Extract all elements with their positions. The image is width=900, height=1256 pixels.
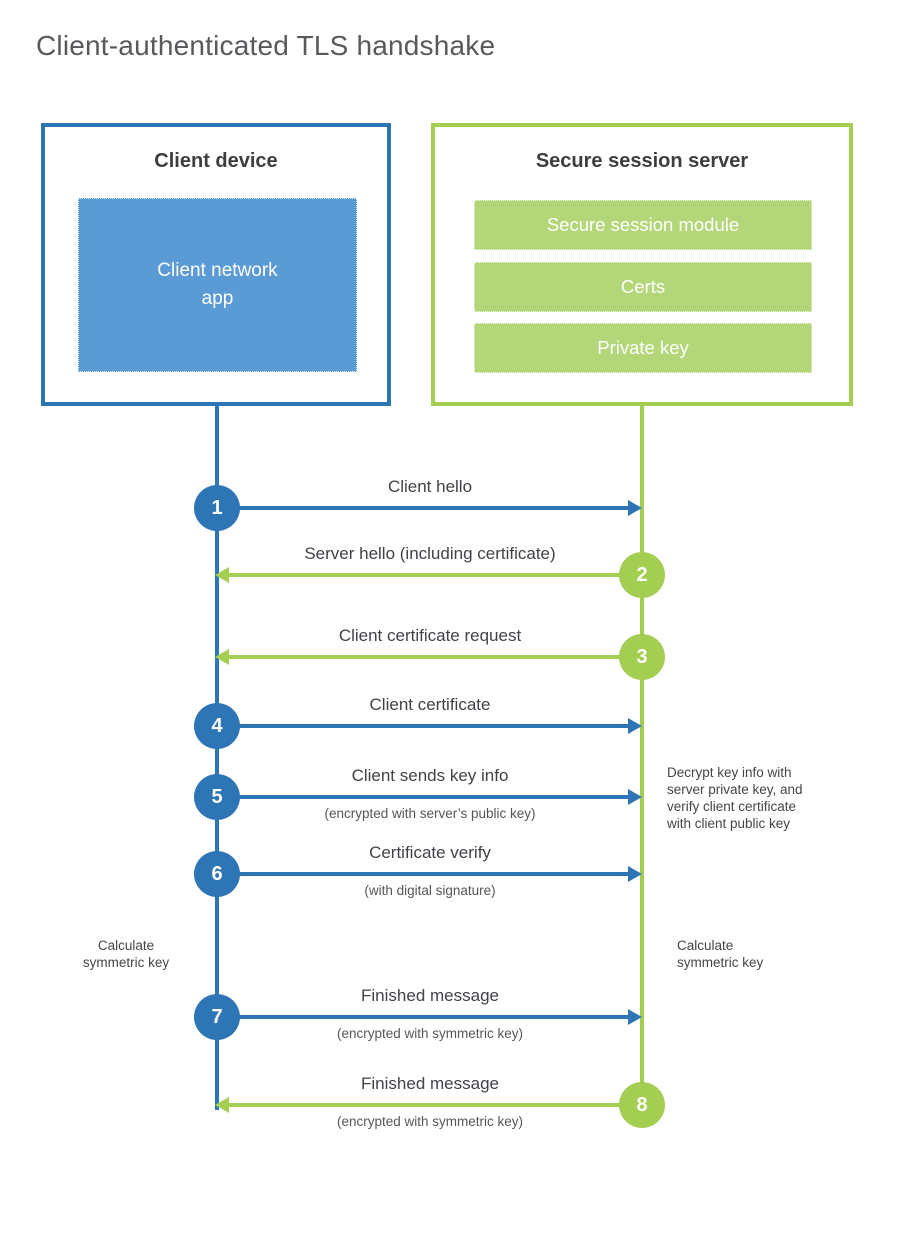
step-5-sublabel: (encrypted with server’s public key) — [324, 806, 536, 821]
step-4-label: Client certificate — [369, 695, 491, 714]
client-app-line-1: Client network — [157, 260, 278, 281]
server-lifeline — [640, 405, 644, 1105]
step-6-sublabel: (with digital signature) — [364, 883, 496, 898]
step-7-arrowhead-icon — [628, 1009, 642, 1025]
client-app-line-2: app — [201, 288, 234, 309]
server-title: Secure session server — [535, 150, 749, 172]
client-network-app-box: Client network app — [78, 198, 357, 372]
step-7-sublabel: (encrypted with symmetric key) — [336, 1026, 524, 1041]
step-3-arrow — [229, 655, 642, 659]
step-3-label: Client certificate request — [338, 626, 522, 645]
step-8-label: Finished message — [361, 1074, 499, 1093]
step-5-label: Client sends key info — [351, 766, 509, 785]
step-3-arrowhead-icon — [215, 649, 229, 665]
server-module-secure-session: Secure session module — [474, 200, 812, 250]
note-line: server private key, and — [667, 782, 803, 797]
step-4-circle: 4 — [194, 703, 240, 749]
step-1-arrow — [217, 506, 630, 510]
step-5-circle: 5 — [194, 774, 240, 820]
note-line: verify client certificate — [667, 799, 797, 814]
step-8-sublabel: (encrypted with symmetric key) — [336, 1114, 524, 1129]
server-module-label: Secure session module — [546, 214, 740, 235]
server-module-label: Certs — [620, 276, 666, 297]
step-5-arrowhead-icon — [628, 789, 642, 805]
note-calc-symmetric-key-right: Calculate symmetric key — [677, 937, 817, 971]
server-module-certs: Certs — [474, 262, 812, 312]
step-7-circle: 7 — [194, 994, 240, 1040]
step-2-label: Server hello (including certificate) — [304, 544, 556, 563]
note-decrypt-key-info: Decrypt key info with server private key… — [667, 764, 847, 832]
step-7-label: Finished message — [361, 986, 499, 1005]
step-1-label: Client hello — [387, 477, 473, 496]
step-1-circle: 1 — [194, 485, 240, 531]
client-lifeline — [215, 405, 219, 1110]
server-module-private-key: Private key — [474, 323, 812, 373]
note-line: symmetric key — [677, 955, 764, 970]
client-device-title: Client device — [154, 150, 278, 172]
step-7-arrow — [217, 1015, 630, 1019]
note-line: Calculate — [97, 938, 155, 953]
server-module-label: Private key — [597, 337, 689, 358]
step-2-circle: 2 — [619, 552, 665, 598]
step-6-arrowhead-icon — [628, 866, 642, 882]
step-2-arrow — [229, 573, 642, 577]
step-3-circle: 3 — [619, 634, 665, 680]
step-6-circle: 6 — [194, 851, 240, 897]
note-line: symmetric key — [82, 955, 170, 970]
step-8-arrowhead-icon — [215, 1097, 229, 1113]
step-4-arrowhead-icon — [628, 718, 642, 734]
step-4-arrow — [217, 724, 630, 728]
step-6-label: Certificate verify — [369, 843, 491, 862]
step-8-arrow — [229, 1103, 642, 1107]
note-calc-symmetric-key-left: Calculate symmetric key — [62, 937, 190, 971]
step-5-arrow — [217, 795, 630, 799]
step-1-arrowhead-icon — [628, 500, 642, 516]
step-2-arrowhead-icon — [215, 567, 229, 583]
note-line: with client public key — [667, 816, 791, 831]
note-line: Decrypt key info with — [667, 765, 792, 780]
note-line: Calculate — [677, 938, 734, 953]
step-8-circle: 8 — [619, 1082, 665, 1128]
page-title: Client-authenticated TLS handshake — [36, 30, 496, 61]
step-6-arrow — [217, 872, 630, 876]
